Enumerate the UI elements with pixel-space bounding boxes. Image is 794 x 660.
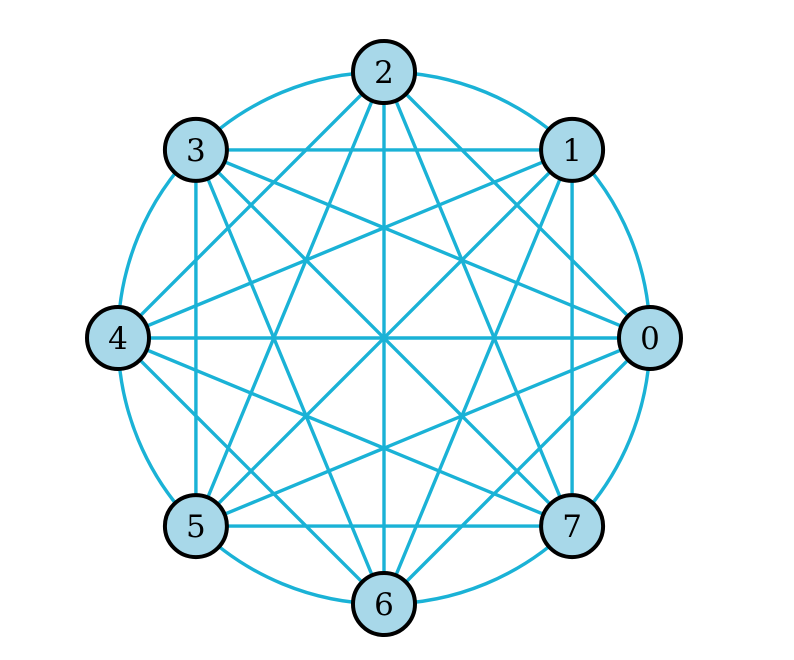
node-2: 2 xyxy=(351,39,417,105)
node-7-label: 7 xyxy=(562,509,582,545)
edge-1-6 xyxy=(382,148,574,606)
node-1: 1 xyxy=(539,116,606,183)
node-2-label: 2 xyxy=(374,55,394,91)
node-4: 4 xyxy=(85,305,151,371)
node-6-circle xyxy=(351,571,417,637)
node-5-label: 5 xyxy=(186,509,206,545)
node-0: 0 xyxy=(617,305,683,371)
node-3: 3 xyxy=(162,116,229,183)
node-0-circle xyxy=(617,305,683,371)
node-6: 6 xyxy=(351,571,417,637)
node-3-circle xyxy=(162,116,229,183)
node-4-circle xyxy=(85,305,151,371)
node-3-label: 3 xyxy=(186,133,206,169)
edge-3-7 xyxy=(194,148,574,528)
edge-1-4 xyxy=(116,148,574,340)
node-2-circle xyxy=(351,39,417,105)
node-4-label: 4 xyxy=(108,321,128,357)
edge-0-3 xyxy=(194,148,652,340)
edge-2-5 xyxy=(194,70,386,528)
edge-3-6 xyxy=(194,148,386,606)
node-6-label: 6 xyxy=(374,587,394,623)
edge-4-6 xyxy=(116,336,386,606)
nodes: 0 1 2 3 4 5 6 7 xyxy=(85,39,683,637)
node-0-label: 0 xyxy=(640,321,660,357)
edge-4-7 xyxy=(116,336,574,528)
edge-2-7 xyxy=(382,70,574,528)
node-1-circle xyxy=(539,116,606,183)
node-5-circle xyxy=(162,493,229,560)
node-7: 7 xyxy=(539,493,606,560)
node-5: 5 xyxy=(162,493,229,560)
edge-0-5 xyxy=(194,336,652,528)
node-7-circle xyxy=(539,493,606,560)
node-1-label: 1 xyxy=(562,133,582,169)
